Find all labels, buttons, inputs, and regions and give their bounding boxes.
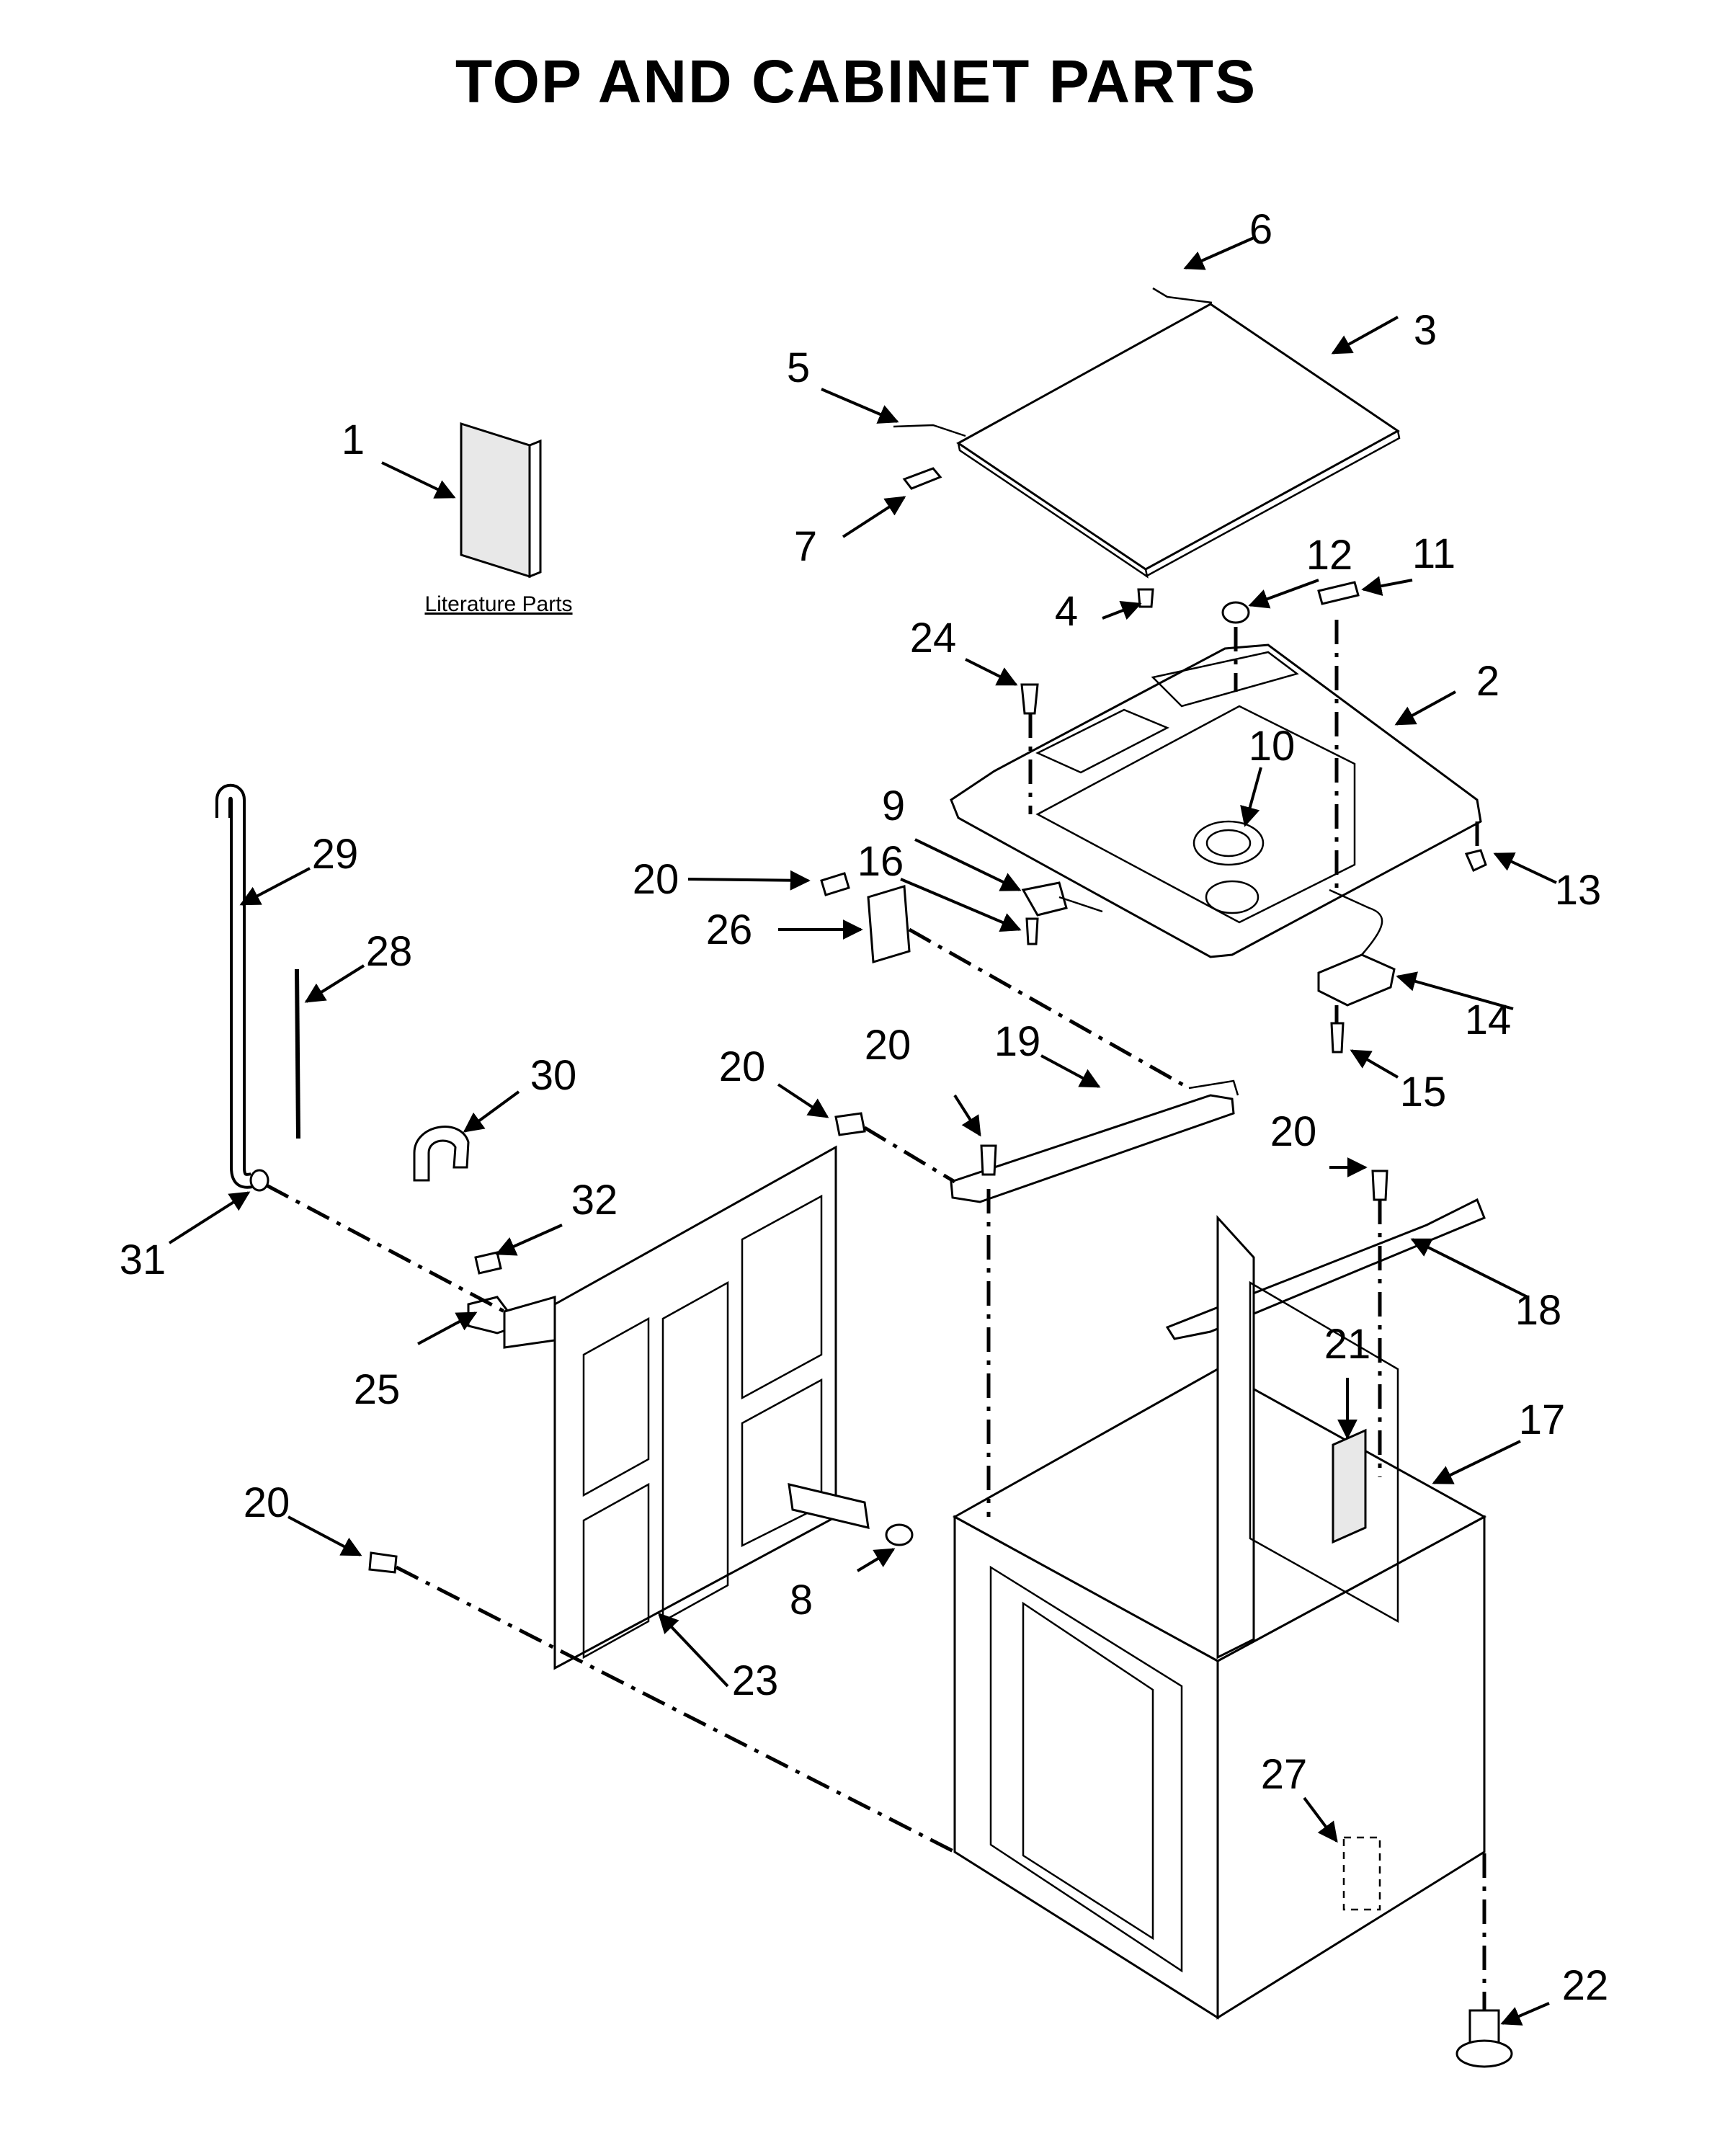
lid-lock-strike xyxy=(1317,581,1360,605)
callout-25: 25 xyxy=(354,1366,401,1413)
lid-bumper xyxy=(1137,588,1154,608)
top-hinge-clip xyxy=(1464,849,1487,873)
literature-parts-label: Literature Parts xyxy=(424,592,572,616)
callout-10: 10 xyxy=(1249,723,1296,770)
cabinet xyxy=(952,1215,1487,2020)
rear-panel xyxy=(553,1145,837,1670)
hose-clamp-8 xyxy=(885,1523,914,1546)
lid-switch-wire xyxy=(1058,896,1103,913)
callout-15: 15 xyxy=(1400,1069,1447,1115)
outlet-hose xyxy=(788,1483,870,1529)
callout-31: 31 xyxy=(120,1237,166,1283)
callout-14: 14 xyxy=(1465,997,1512,1043)
callout-9: 9 xyxy=(882,783,905,829)
callout-2: 2 xyxy=(1476,658,1499,705)
switch-screw xyxy=(1025,917,1039,945)
callout-6: 6 xyxy=(1249,206,1272,253)
lid xyxy=(956,303,1401,579)
callout-18: 18 xyxy=(1515,1287,1562,1334)
callout-11: 11 xyxy=(1412,530,1455,577)
assembly-line xyxy=(908,927,1190,1090)
hinge-rod-right xyxy=(1152,287,1213,304)
callout-28: 28 xyxy=(366,928,413,975)
callout-20-b: 20 xyxy=(719,1043,766,1090)
screw-20-upper xyxy=(820,872,850,896)
callout-12: 12 xyxy=(1306,532,1353,579)
callout-20-d: 20 xyxy=(1270,1108,1317,1155)
callout-4: 4 xyxy=(1055,588,1078,635)
callout-29: 29 xyxy=(312,831,359,878)
tie-strap xyxy=(295,968,300,1139)
lid-lock-screw xyxy=(1330,1022,1345,1054)
top-screw-24 xyxy=(1020,683,1039,715)
callout-30: 30 xyxy=(530,1052,577,1099)
assembly-line xyxy=(265,1183,506,1314)
callout-22: 22 xyxy=(1562,1962,1609,2009)
callout-5: 5 xyxy=(787,344,810,391)
callout-20-a: 20 xyxy=(633,856,679,903)
assembly-line xyxy=(395,1565,956,1854)
rear-brace xyxy=(1165,1198,1486,1340)
callout-numbers: 1 2 3 4 5 6 7 8 9 10 11 12 13 14 15 16 1… xyxy=(120,206,1609,2009)
callout-26: 26 xyxy=(706,906,753,953)
screw-20-mid xyxy=(834,1112,866,1136)
lid-lock xyxy=(1317,888,1396,1007)
grommet xyxy=(1221,601,1250,624)
callout-16: 16 xyxy=(857,838,904,885)
assembly-line xyxy=(863,1126,956,1184)
callout-3: 3 xyxy=(1414,307,1437,354)
screw-20-rear xyxy=(1371,1170,1388,1201)
hinge-rod-left xyxy=(893,424,966,437)
screw-20-brace xyxy=(980,1144,997,1176)
callout-7: 7 xyxy=(794,523,817,570)
inlet-hose xyxy=(503,1296,556,1349)
screw-32 xyxy=(474,1251,502,1275)
callout-1: 1 xyxy=(342,416,365,463)
front-brace-end xyxy=(1188,1079,1239,1096)
hose-guide xyxy=(413,1126,470,1182)
hinge-bracket xyxy=(867,885,911,963)
leader-arrows xyxy=(168,236,1557,2026)
callout-21: 21 xyxy=(1324,1321,1371,1368)
callout-20-c: 20 xyxy=(865,1022,911,1069)
callout-19: 19 xyxy=(994,1018,1041,1065)
literature-parts[interactable]: Literature Parts xyxy=(424,422,573,616)
top-cover xyxy=(950,643,1482,958)
hinge-bushing xyxy=(902,467,942,490)
hose-clamp-31 xyxy=(249,1169,269,1192)
leveling-foot xyxy=(1455,2009,1513,2068)
callout-27: 27 xyxy=(1261,1751,1308,1798)
screw-20-lower xyxy=(368,1551,398,1574)
callout-8: 8 xyxy=(790,1577,813,1623)
callout-24: 24 xyxy=(910,615,957,662)
lid-switch xyxy=(1021,881,1068,917)
tech-sheet-21 xyxy=(1332,1428,1367,1544)
callout-20-e: 20 xyxy=(244,1479,290,1526)
callout-23: 23 xyxy=(732,1657,779,1704)
callout-17: 17 xyxy=(1519,1396,1566,1443)
page-title: TOP AND CABINET PARTS xyxy=(455,48,1257,115)
callout-32: 32 xyxy=(571,1177,618,1224)
front-brace xyxy=(950,1094,1235,1203)
callout-13: 13 xyxy=(1555,867,1602,914)
